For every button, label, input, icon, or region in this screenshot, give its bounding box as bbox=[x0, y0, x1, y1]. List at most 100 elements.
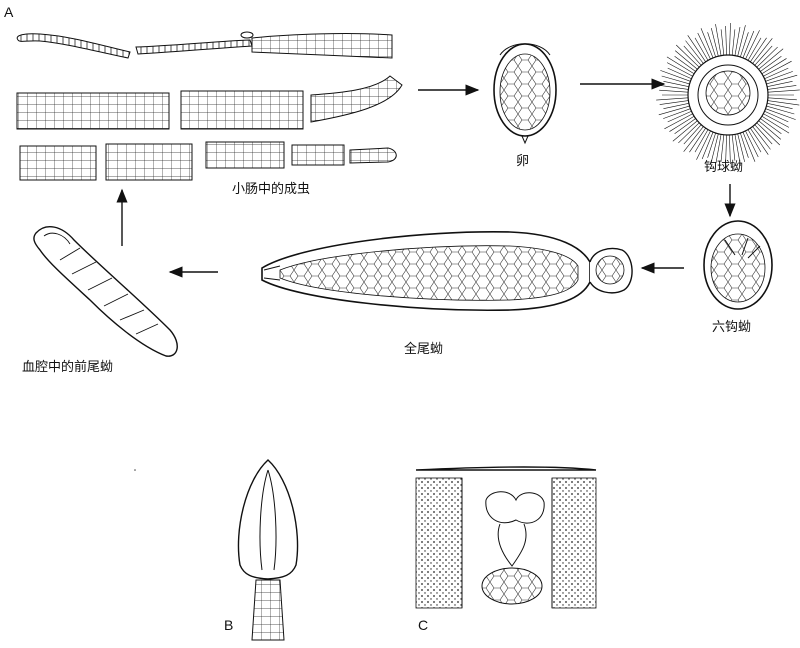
cilium bbox=[701, 131, 714, 160]
cilium bbox=[674, 50, 698, 70]
panel-letter-a: A bbox=[4, 4, 14, 20]
proglottid-drawing bbox=[415, 466, 597, 610]
cilium bbox=[767, 103, 793, 110]
cilium bbox=[694, 37, 709, 61]
cilium bbox=[700, 28, 714, 59]
cilium bbox=[720, 134, 725, 161]
cilium bbox=[752, 38, 773, 64]
cilium bbox=[761, 58, 787, 75]
cilium bbox=[765, 108, 796, 120]
speck bbox=[134, 469, 136, 471]
oncosphere bbox=[703, 220, 773, 310]
cilium bbox=[756, 46, 778, 68]
cilium bbox=[697, 32, 711, 60]
cilium bbox=[745, 130, 759, 158]
cilium bbox=[758, 48, 784, 70]
cilium bbox=[754, 124, 773, 145]
cilium bbox=[678, 122, 700, 144]
cilium bbox=[725, 26, 727, 56]
cilium bbox=[740, 132, 749, 158]
cilium bbox=[729, 134, 731, 164]
cilium bbox=[711, 27, 719, 57]
cilium bbox=[675, 44, 700, 68]
cilium bbox=[742, 131, 756, 162]
cilium bbox=[658, 105, 690, 116]
cilium bbox=[666, 62, 693, 77]
cilium bbox=[660, 70, 691, 82]
cilium bbox=[674, 118, 696, 135]
cilium bbox=[760, 55, 782, 72]
cilium bbox=[715, 134, 722, 164]
cilium bbox=[683, 45, 702, 66]
cilium bbox=[694, 129, 709, 153]
cilium bbox=[707, 132, 716, 158]
cilium bbox=[715, 24, 722, 56]
cilium bbox=[710, 133, 719, 165]
cilium bbox=[765, 71, 793, 82]
cilium bbox=[687, 35, 706, 63]
cilium bbox=[754, 45, 773, 66]
cilium bbox=[661, 75, 690, 85]
cilium bbox=[745, 30, 760, 60]
cilium bbox=[659, 100, 689, 105]
cilium bbox=[663, 108, 691, 119]
cilium bbox=[766, 105, 795, 115]
cilium bbox=[763, 60, 792, 77]
cilium bbox=[767, 85, 797, 90]
cilium bbox=[731, 29, 736, 56]
cilium bbox=[689, 127, 706, 153]
cilium bbox=[737, 25, 746, 57]
label-procercoid: 全尾蚴 bbox=[404, 342, 444, 357]
cilium bbox=[683, 126, 704, 152]
cilium bbox=[729, 23, 731, 56]
cilium bbox=[766, 74, 798, 85]
egg bbox=[493, 43, 557, 145]
cilium bbox=[674, 55, 696, 72]
cilium bbox=[685, 40, 704, 64]
cilium bbox=[747, 37, 762, 61]
cilium bbox=[659, 89, 689, 93]
cilium bbox=[767, 89, 800, 93]
cilium bbox=[663, 103, 689, 110]
cilium bbox=[752, 126, 771, 150]
cilium bbox=[731, 134, 736, 161]
cilium bbox=[725, 134, 727, 167]
cilium bbox=[669, 115, 695, 132]
cilium bbox=[667, 110, 692, 123]
scolex-drawing bbox=[237, 459, 299, 641]
cilium bbox=[760, 118, 782, 135]
cilium bbox=[767, 80, 793, 87]
cilium bbox=[742, 30, 755, 59]
cilium bbox=[740, 32, 749, 58]
cilium bbox=[764, 110, 789, 123]
cilium bbox=[761, 115, 790, 134]
coracidium bbox=[656, 23, 800, 167]
cilium bbox=[667, 67, 692, 80]
label-adult: 小肠中的成虫 bbox=[232, 182, 311, 197]
cilium bbox=[734, 26, 741, 56]
cilium bbox=[707, 32, 716, 58]
cilium bbox=[767, 100, 800, 106]
plerocercoid-larva bbox=[33, 225, 178, 357]
cilium bbox=[672, 120, 698, 142]
cilium bbox=[720, 29, 725, 56]
cilium bbox=[683, 124, 702, 145]
cilium bbox=[763, 113, 790, 128]
panel-letter-b: B bbox=[224, 617, 234, 633]
label-oncosphere: 六钩蚴 bbox=[712, 320, 752, 335]
cilium bbox=[663, 80, 689, 87]
cilium bbox=[656, 97, 689, 101]
label-egg: 卵 bbox=[516, 154, 530, 169]
cilium bbox=[666, 56, 695, 75]
cilium bbox=[756, 122, 781, 146]
cilium bbox=[664, 113, 693, 130]
cilium bbox=[758, 120, 782, 140]
cilium bbox=[767, 97, 797, 101]
cilium bbox=[747, 129, 762, 153]
cycle-arrows bbox=[116, 78, 736, 278]
cilium bbox=[764, 67, 789, 80]
panel-letter-c: C bbox=[418, 617, 429, 633]
cilium bbox=[750, 127, 769, 155]
label-plerocercoid: 血腔中的前尾蚴 bbox=[22, 360, 114, 375]
